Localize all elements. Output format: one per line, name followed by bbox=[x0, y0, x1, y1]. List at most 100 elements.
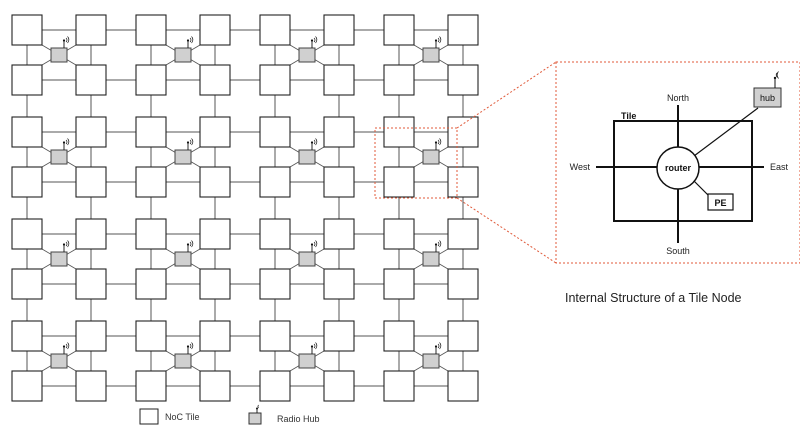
antenna-icon bbox=[773, 71, 779, 88]
radio-hub bbox=[298, 47, 316, 63]
hub-label: hub bbox=[760, 93, 775, 103]
antenna-tip bbox=[62, 345, 66, 348]
noc-tile bbox=[75, 64, 107, 96]
noc-tile bbox=[11, 64, 43, 96]
antenna-wave bbox=[189, 241, 192, 247]
antenna-tip bbox=[434, 345, 438, 348]
noc-tile bbox=[135, 14, 167, 46]
noc-tile bbox=[75, 166, 107, 198]
noc-tile bbox=[199, 64, 231, 96]
antenna-wave bbox=[191, 138, 194, 146]
antenna-tip bbox=[310, 243, 314, 246]
antenna-wave bbox=[189, 139, 192, 145]
noc-tile bbox=[199, 320, 231, 352]
antenna-wave bbox=[437, 241, 440, 247]
router-node bbox=[656, 146, 700, 190]
pe-label: PE bbox=[714, 198, 726, 208]
noc-tile bbox=[323, 166, 355, 198]
east-label: East bbox=[770, 162, 789, 172]
hub-box bbox=[753, 87, 782, 108]
noc-tile bbox=[447, 370, 479, 402]
noc-tile bbox=[75, 14, 107, 46]
noc-tile bbox=[199, 370, 231, 402]
noc-mesh bbox=[11, 14, 479, 402]
antenna-wave bbox=[67, 138, 70, 146]
north-label: North bbox=[667, 93, 689, 103]
antenna-tip bbox=[186, 39, 190, 42]
tile-label: Tile bbox=[621, 111, 636, 121]
antenna-wave bbox=[439, 240, 442, 248]
antenna-tip bbox=[434, 39, 438, 42]
antenna-wave bbox=[191, 342, 194, 350]
noc-tile bbox=[259, 64, 291, 96]
noc-tile bbox=[11, 320, 43, 352]
antenna-wave bbox=[313, 139, 316, 145]
legend-tile-label: NoC Tile bbox=[165, 412, 200, 422]
noc-tile bbox=[323, 14, 355, 46]
noc-tile bbox=[259, 166, 291, 198]
antenna-wave bbox=[315, 342, 318, 350]
noc-tile bbox=[259, 116, 291, 148]
router-label: router bbox=[665, 163, 692, 173]
radio-hub bbox=[422, 47, 440, 63]
radio-hub bbox=[50, 251, 68, 267]
noc-tile bbox=[383, 370, 415, 402]
antenna-tip bbox=[310, 39, 314, 42]
antenna-wave bbox=[189, 37, 192, 43]
noc-tile bbox=[323, 64, 355, 96]
noc-tile bbox=[75, 370, 107, 402]
legend-hub-swatch bbox=[248, 412, 262, 425]
noc-tile bbox=[323, 218, 355, 250]
noc-tile bbox=[447, 268, 479, 300]
noc-tile bbox=[383, 268, 415, 300]
antenna-wave bbox=[313, 343, 316, 349]
noc-tile bbox=[11, 14, 43, 46]
noc-tile bbox=[259, 14, 291, 46]
noc-tile bbox=[447, 116, 479, 148]
antenna-wave bbox=[437, 139, 440, 145]
noc-tile bbox=[383, 166, 415, 198]
antenna-tip bbox=[434, 141, 438, 144]
radio-hub bbox=[422, 251, 440, 267]
tile-node-detail: Tile router PE hub North South West East bbox=[570, 71, 789, 256]
antenna-tip bbox=[62, 141, 66, 144]
noc-tile bbox=[447, 166, 479, 198]
radio-hub bbox=[174, 149, 192, 165]
antenna-wave bbox=[191, 240, 194, 248]
noc-tile bbox=[199, 218, 231, 250]
radio-hub bbox=[298, 251, 316, 267]
antenna-wave bbox=[313, 241, 316, 247]
noc-tile bbox=[323, 320, 355, 352]
noc-tile bbox=[11, 370, 43, 402]
legend-hub-label: Radio Hub bbox=[277, 414, 320, 424]
noc-tile bbox=[75, 218, 107, 250]
noc-tile bbox=[447, 64, 479, 96]
noc-tile bbox=[199, 268, 231, 300]
noc-tile bbox=[135, 370, 167, 402]
radio-hub bbox=[50, 149, 68, 165]
antenna-wave bbox=[439, 36, 442, 44]
antenna-tip bbox=[186, 243, 190, 246]
noc-tile bbox=[199, 116, 231, 148]
antenna-wave bbox=[439, 138, 442, 146]
noc-tile bbox=[383, 116, 415, 148]
legend: NoC Tile Radio Hub bbox=[139, 404, 320, 425]
antenna-tip bbox=[310, 345, 314, 348]
antenna-wave bbox=[67, 342, 70, 350]
noc-tile bbox=[259, 268, 291, 300]
noc-tile bbox=[199, 14, 231, 46]
antenna-wave bbox=[315, 36, 318, 44]
radio-hub bbox=[298, 353, 316, 369]
radio-hub bbox=[298, 149, 316, 165]
antenna-wave bbox=[315, 138, 318, 146]
noc-tile bbox=[135, 64, 167, 96]
legend-tile-swatch bbox=[139, 408, 159, 425]
noc-tile bbox=[447, 14, 479, 46]
noc-tile bbox=[75, 320, 107, 352]
antenna-wave bbox=[67, 36, 70, 44]
tile-boundary bbox=[613, 120, 753, 222]
antenna-wave bbox=[437, 343, 440, 349]
west-label: West bbox=[570, 162, 591, 172]
radio-hub bbox=[174, 353, 192, 369]
